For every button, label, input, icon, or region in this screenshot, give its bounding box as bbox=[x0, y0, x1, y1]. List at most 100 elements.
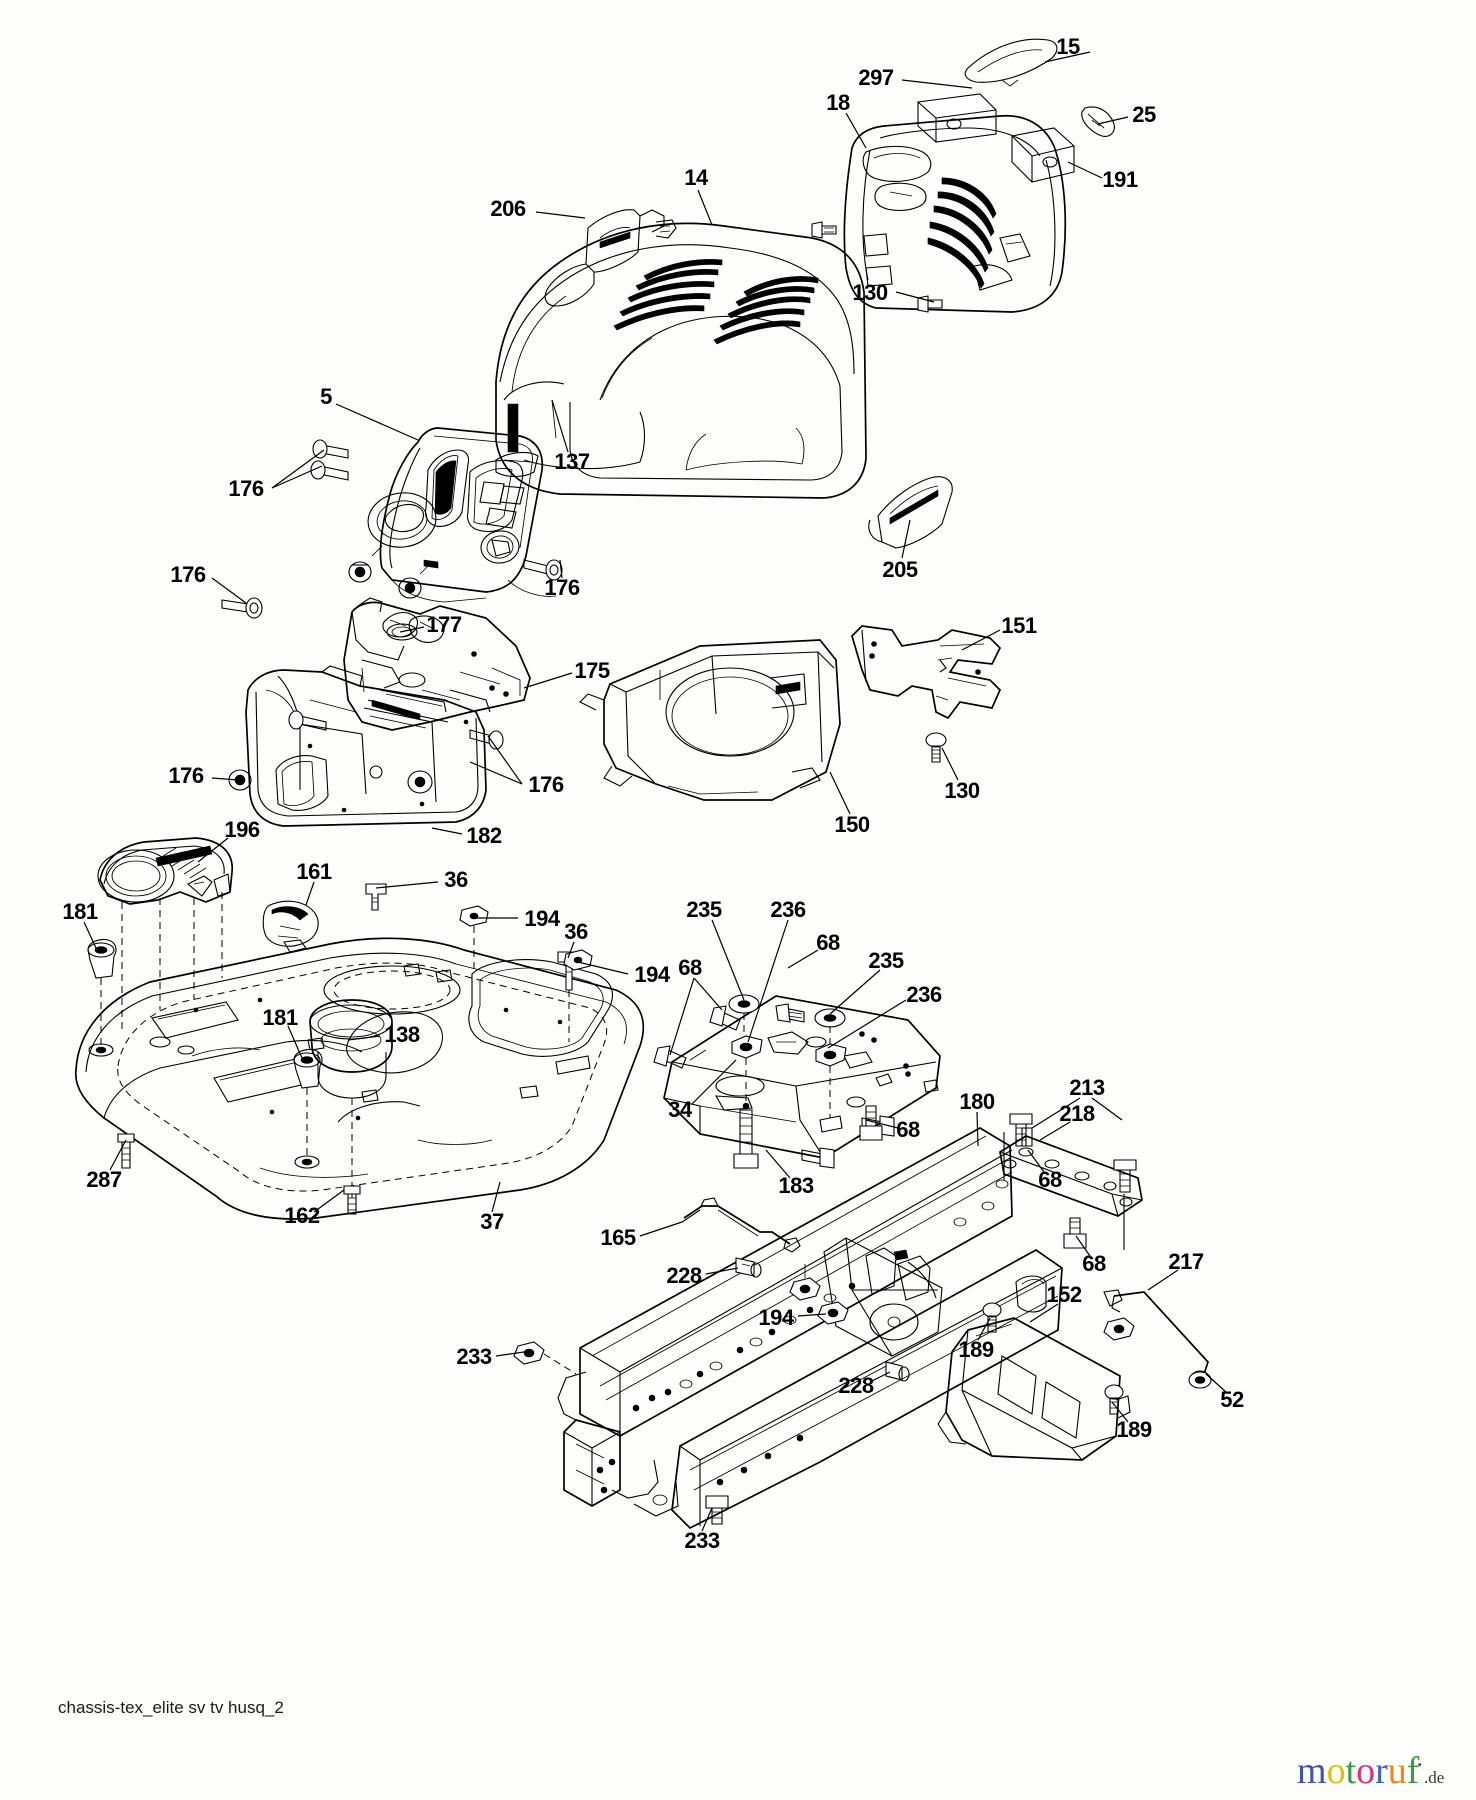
leader-68 bbox=[1075, 1235, 1091, 1257]
fastener-68-g bbox=[1021, 1127, 1033, 1147]
leader-233 bbox=[701, 1507, 713, 1532]
leader-175 bbox=[523, 672, 573, 689]
leader-150 bbox=[829, 771, 851, 815]
callout-297: 297 bbox=[858, 65, 894, 90]
callout-52: 52 bbox=[1220, 1387, 1244, 1412]
leader-34 bbox=[691, 1059, 737, 1105]
leader-189 bbox=[1111, 1401, 1129, 1423]
leader-213 bbox=[1031, 1097, 1081, 1129]
leader-176 bbox=[211, 777, 239, 781]
callout-165: 165 bbox=[600, 1225, 636, 1250]
fastener-181-b bbox=[293, 1048, 323, 1169]
part-177-cable-clamp bbox=[382, 611, 419, 638]
fastener-189-a bbox=[982, 1302, 1002, 1333]
part-34-seat-plate bbox=[663, 995, 941, 1159]
callout-25: 25 bbox=[1132, 102, 1156, 127]
leader-181 bbox=[83, 921, 97, 949]
leader-176 bbox=[211, 577, 247, 604]
diagram-caption: chassis-tex_elite sv tv husq_2 bbox=[58, 1698, 284, 1717]
leader-68 bbox=[693, 977, 723, 1011]
part-206-hood-trim-left bbox=[544, 209, 677, 307]
callout-233: 233 bbox=[456, 1344, 492, 1369]
fastener-235-b bbox=[814, 1008, 846, 1028]
callout-182: 182 bbox=[466, 823, 502, 848]
leader-lines bbox=[83, 51, 1227, 1532]
leader-191 bbox=[1067, 161, 1103, 179]
leader-36 bbox=[375, 881, 439, 889]
leader-177 bbox=[399, 626, 425, 633]
watermark-dot: • bbox=[1417, 1757, 1422, 1772]
fastener-162 bbox=[343, 1185, 361, 1215]
leader-138 bbox=[347, 1035, 381, 1041]
part-191-pad-block bbox=[1011, 127, 1075, 183]
part-182-dash-lower-panel bbox=[245, 665, 487, 827]
leader-165 bbox=[639, 1221, 683, 1237]
callout-217: 217 bbox=[1168, 1249, 1204, 1274]
callout-235: 235 bbox=[686, 897, 722, 922]
leader-130 bbox=[895, 291, 935, 303]
callout-175: 175 bbox=[574, 658, 610, 683]
fastener-68-c bbox=[653, 1045, 687, 1069]
callout-218: 218 bbox=[1059, 1101, 1095, 1126]
leader-218 bbox=[1039, 1121, 1071, 1141]
fastener-194-a bbox=[459, 905, 489, 974]
leader-182 bbox=[431, 827, 463, 835]
callout-177: 177 bbox=[426, 612, 462, 637]
callout-5: 5 bbox=[320, 384, 332, 409]
fastener-235-a bbox=[728, 994, 760, 1040]
leader-162 bbox=[313, 1189, 345, 1213]
leader-235 bbox=[829, 969, 881, 1015]
callout-68: 68 bbox=[1038, 1167, 1062, 1192]
callout-235: 235 bbox=[868, 948, 904, 973]
leader-176 bbox=[469, 761, 523, 785]
callout-68: 68 bbox=[896, 1117, 920, 1142]
callout-176: 176 bbox=[228, 476, 264, 501]
fastener-176-group-a bbox=[310, 439, 349, 481]
leader-137 bbox=[551, 399, 569, 453]
part-218-cross-brace-bar bbox=[999, 1135, 1143, 1217]
watermark-letter: t bbox=[1345, 1750, 1357, 1792]
callout-68: 68 bbox=[678, 955, 702, 980]
callout-194: 194 bbox=[758, 1305, 794, 1330]
part-150-engine-air-shroud bbox=[579, 639, 841, 801]
leader-189 bbox=[977, 1317, 991, 1341]
part-5-dash-panel bbox=[367, 427, 557, 603]
part-151-muffler-shield-bracket bbox=[851, 625, 1002, 720]
part-14-hood bbox=[495, 222, 867, 499]
leader-206 bbox=[535, 211, 586, 219]
part-138-fuel-filler-neck bbox=[309, 999, 393, 1198]
leader-183 bbox=[765, 1149, 791, 1179]
callout-236: 236 bbox=[906, 982, 942, 1007]
callout-196: 196 bbox=[224, 817, 260, 842]
fastener-176-group-e bbox=[228, 710, 504, 791]
part-18-grille-assembly bbox=[811, 114, 1067, 313]
fastener-236-a bbox=[731, 1035, 763, 1110]
fastener-52 bbox=[1103, 1317, 1212, 1389]
leader-176 bbox=[271, 449, 325, 489]
fastener-130-b bbox=[925, 732, 947, 763]
watermark-letter: o bbox=[1356, 1750, 1376, 1792]
part-196-steering-column-cover bbox=[97, 837, 233, 1030]
leader-176 bbox=[559, 559, 563, 579]
callout-152: 152 bbox=[1046, 1282, 1082, 1307]
fastener-176-group-b bbox=[348, 545, 429, 599]
leader-14 bbox=[697, 189, 713, 226]
callout-36: 36 bbox=[564, 919, 588, 944]
leader-68 bbox=[1027, 1149, 1045, 1173]
leader-181 bbox=[287, 1025, 303, 1059]
callout-176: 176 bbox=[544, 575, 580, 600]
callout-206: 206 bbox=[490, 196, 526, 221]
callout-162: 162 bbox=[284, 1203, 320, 1228]
leader-217 bbox=[1147, 1269, 1179, 1291]
part-152-skid-plate bbox=[937, 1317, 1131, 1461]
leader-236 bbox=[747, 919, 789, 1043]
callout-233: 233 bbox=[684, 1528, 720, 1553]
watermark-letter: o bbox=[1326, 1750, 1346, 1792]
callout-151: 151 bbox=[1001, 613, 1037, 638]
callout-287: 287 bbox=[86, 1167, 122, 1192]
watermark-letter: u bbox=[1387, 1750, 1407, 1792]
leader-176 bbox=[271, 465, 323, 489]
callout-183: 183 bbox=[778, 1173, 814, 1198]
leader-151 bbox=[961, 629, 1001, 651]
